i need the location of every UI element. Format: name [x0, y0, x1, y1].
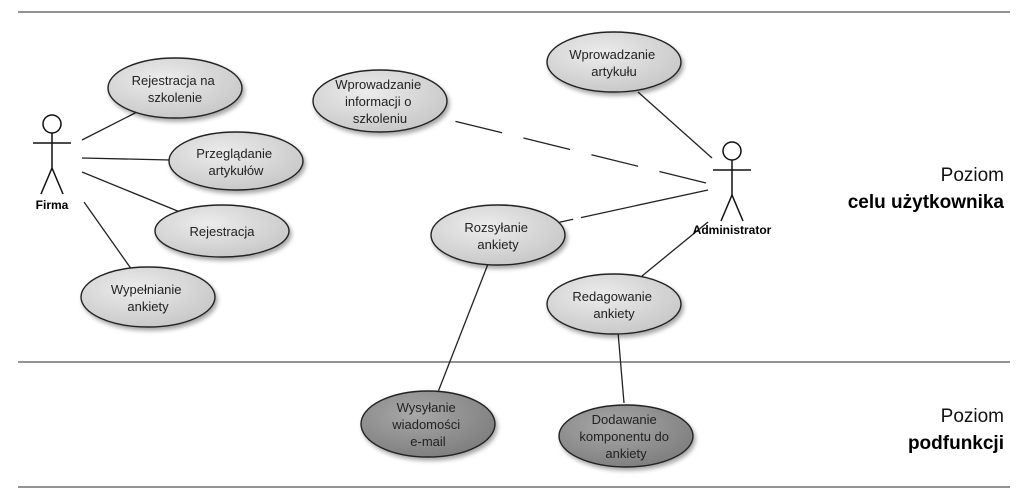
use-case-ellipse — [312, 69, 448, 133]
level-subfunction-line1: Poziom — [941, 406, 1004, 427]
level-subfunction-line2: podfunkcji — [908, 433, 1004, 454]
use-case-label: Przeglądanie artykułów — [196, 146, 276, 178]
use-case-label: Rejestracja na szkolenie — [132, 73, 219, 105]
use-case-ellipse — [107, 57, 243, 119]
include-redagowanie-dodawanie — [617, 331, 625, 404]
use-case-przegladanie-artykulow[interactable]: Przeglądanie artykułów — [168, 131, 304, 191]
use-case-ellipse — [546, 31, 682, 93]
assoc-firma-rejestracja — [81, 171, 181, 213]
use-case-rejestracja[interactable]: Rejestracja — [154, 204, 290, 258]
assoc-admin-rozsylanie — [555, 189, 709, 224]
level-user-goal-line2: celu użytkownika — [848, 192, 1005, 213]
actor-left-leg — [720, 194, 733, 222]
assoc-admin-wprowadzanie-info — [441, 117, 707, 184]
assoc-firma-wypelnianie — [83, 201, 133, 271]
use-case-ellipse — [558, 404, 694, 468]
use-case-wypelnianie-ankiety[interactable]: Wypełnianie ankiety — [80, 266, 216, 328]
actor-head — [42, 114, 62, 134]
use-case-ellipse — [154, 204, 290, 258]
assoc-firma-rejestracja-szkolenie — [81, 111, 138, 141]
actor-right-leg — [731, 194, 744, 222]
use-case-wprowadzanie-informacji[interactable]: Wprowadzanie informacji o szkoleniu — [312, 69, 448, 133]
use-case-label: Rejestracja — [189, 224, 255, 239]
actor-firma-label: Firma — [36, 198, 69, 212]
assoc-firma-przegladanie — [81, 157, 171, 161]
use-case-wysylanie-wiadomosci[interactable]: Wysyłanie wiadomości e-mail — [360, 390, 496, 458]
actor-head — [722, 141, 742, 161]
use-case-ellipse — [80, 266, 216, 328]
use-case-label: Wprowadzanie informacji o szkoleniu — [335, 77, 425, 126]
use-case-label: Wypełnianie ankiety — [111, 282, 185, 314]
level-user-goal-line1: Poziom — [941, 165, 1004, 186]
associations — [81, 91, 713, 404]
use-case-label: Wprowadzanie artykułu — [569, 47, 659, 79]
actor-right-leg — [51, 167, 64, 195]
assoc-admin-wprowadzanie-art — [637, 91, 713, 159]
actor-administrator-label: Administrator — [693, 223, 772, 237]
use-case-ellipse — [546, 273, 682, 335]
actor-firma[interactable] — [33, 114, 71, 195]
actor-administrator[interactable] — [713, 141, 751, 222]
use-case-label: Rozsyłanie ankiety — [464, 220, 531, 252]
use-case-redagowanie-ankiety[interactable]: Redagowanie ankiety — [546, 273, 682, 335]
use-case-rejestracja-na-szkolenie[interactable]: Rejestracja na szkolenie — [107, 57, 243, 119]
use-case-ellipse — [360, 390, 496, 458]
use-case-dodawanie-komponentu[interactable]: Dodawanie komponentu do ankiety — [558, 404, 694, 468]
include-rozsylanie-wysylanie — [437, 263, 489, 393]
use-case-label: Wysyłanie wiadomości e-mail — [391, 400, 464, 449]
use-case-ellipse — [168, 131, 304, 191]
use-case-wprowadzanie-artykulu[interactable]: Wprowadzanie artykułu — [546, 31, 682, 93]
use-case-label: Dodawanie komponentu do ankiety — [579, 412, 672, 461]
use-case-label: Redagowanie ankiety — [572, 289, 655, 321]
use-case-ellipse — [430, 204, 566, 266]
actor-left-leg — [40, 167, 53, 195]
use-case-rozsylanie-ankiety[interactable]: Rozsyłanie ankiety — [430, 204, 566, 266]
assoc-admin-redagowanie — [641, 221, 709, 277]
